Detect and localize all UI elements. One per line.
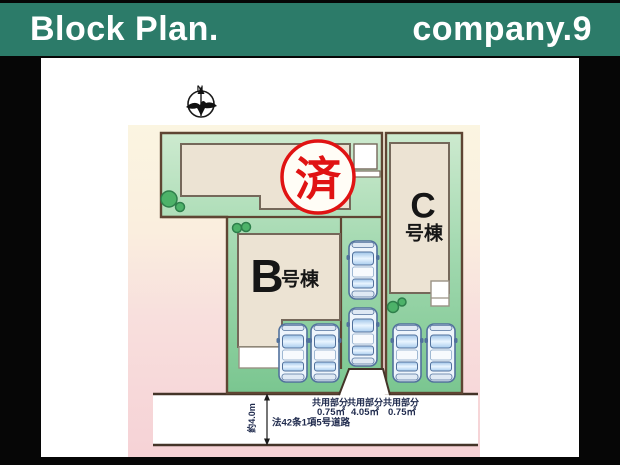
common-area-label: 共用部分 [347, 397, 383, 408]
common-area-value: 0.75㎡ [317, 406, 345, 418]
compass-north-label: N [197, 84, 204, 94]
common-area-label: 共用部分 [383, 397, 419, 408]
building-b-porch [238, 346, 282, 369]
page-title: Block Plan. [30, 10, 219, 48]
common-area-value: 0.75㎡ [388, 406, 416, 418]
driveway-border [338, 368, 391, 396]
building-b-label-letter: B [250, 250, 283, 302]
plan-panel: B 号棟 C 号棟 済 N 共用部分 0.75㎡ 共用部分 [41, 58, 579, 457]
car-icon [345, 307, 381, 367]
site-plan-drawing: B 号棟 C 号棟 済 N 共用部分 0.75㎡ 共用部分 [128, 84, 480, 457]
compass-icon: N [186, 84, 217, 118]
road-width-dimension: 約4.0m [246, 393, 270, 446]
driveway [339, 369, 390, 394]
common-area-label: 共用部分 [312, 397, 348, 408]
road-name-label: 法42条1項5号道路 [272, 417, 351, 429]
road-width-label: 約4.0m [246, 403, 257, 433]
building-c [389, 142, 450, 294]
sold-stamp-text: 済 [295, 153, 342, 205]
tree [160, 190, 178, 208]
trees [160, 190, 407, 314]
car-icon [423, 323, 459, 383]
tree [240, 221, 252, 233]
car-icon [389, 323, 425, 383]
tree [174, 201, 186, 213]
building-c-porch [430, 280, 450, 307]
building-c-label-suffix: 号棟 [405, 222, 444, 245]
common-area-labels: 共用部分 0.75㎡ 共用部分 4.05㎡ 共用部分 0.75㎡ [312, 397, 419, 419]
tree [231, 222, 243, 234]
building-b [237, 233, 341, 348]
header-bar: Block Plan. company.9 [0, 3, 620, 56]
tree [397, 297, 407, 307]
building-c-label-letter: C [410, 187, 435, 226]
sold-stamp: 済 [280, 139, 356, 215]
tree [386, 300, 400, 314]
car-icon [275, 323, 311, 383]
car-icon [307, 323, 343, 383]
company-logo-text: company.9 [412, 10, 592, 48]
road-surface [153, 394, 478, 445]
building-a-porch [353, 143, 378, 170]
common-area-value: 4.05㎡ [351, 406, 379, 418]
building-a-porch-step [353, 170, 381, 178]
building-b-label-suffix: 号棟 [281, 268, 320, 291]
car-icon [345, 240, 381, 300]
